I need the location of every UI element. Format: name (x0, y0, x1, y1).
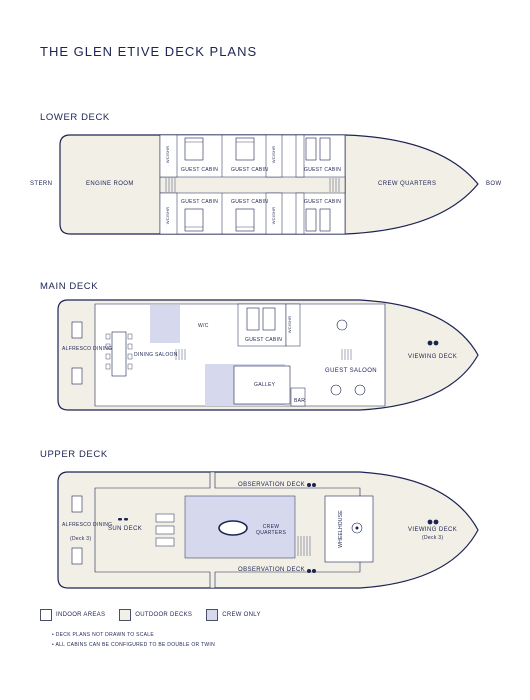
main-deck-title: MAIN DECK (40, 281, 99, 292)
legend-outdoor-label: OUTDOOR DECKS (135, 612, 193, 618)
lower-cabin-label-3: GUEST CABIN (304, 167, 342, 173)
lower-wc-label-3: WC/SHR (165, 206, 171, 225)
lower-wc-label-1: WC/SHR (165, 145, 171, 164)
legend-crew-swatch (206, 609, 219, 621)
note-1-text: DECK PLANS NOT DRAWN TO SCALE (55, 632, 155, 638)
engine-room-label: ENGINE ROOM (86, 181, 134, 187)
bow-label: BOW (486, 181, 502, 187)
legend: INDOOR AREAS OUTDOOR DECKS CREW ONLY (40, 609, 261, 621)
lower-crew-quarters-label: CREW QUARTERS (378, 181, 437, 187)
lower-cabin-label-2: GUEST CABIN (231, 167, 269, 173)
upper-deck-title: UPPER DECK (40, 449, 108, 460)
stern-label: STERN (30, 181, 53, 187)
bar-label: BAR (294, 398, 306, 404)
lower-cabin-label-5: GUEST CABIN (231, 199, 269, 205)
lower-cabin-label-6: GUEST CABIN (304, 199, 342, 205)
observation-deck-bottom-label: OBSERVATION DECK (238, 567, 306, 573)
observation-deck-top-label: OBSERVATION DECK (238, 482, 306, 488)
main-viewing-deck-label: VIEWING DECK (408, 354, 458, 360)
legend-crew: CREW ONLY (206, 609, 261, 621)
main-wc-shr-label: WC/SHR (287, 315, 293, 334)
main-binoculars-icon (427, 340, 439, 346)
dining-saloon-label: DINING SALOON (134, 352, 178, 358)
sun-deck-label: SUN DECK (108, 526, 143, 532)
legend-indoor-swatch (40, 609, 52, 621)
legend-crew-label: CREW ONLY (222, 612, 261, 618)
lower-cabin-block (159, 134, 346, 235)
note-2: • ALL CABINS CAN BE CONFIGURED TO BE DOU… (52, 642, 216, 648)
wheelhouse-label: WHEELHOUSE (337, 510, 344, 548)
lower-wc-label-2: WC/SHR (271, 145, 277, 164)
upper-crew-quarters-label: CREW QUARTERS (256, 524, 287, 536)
main-wc-label: W/C (198, 323, 209, 329)
legend-indoor: INDOOR AREAS (40, 609, 105, 621)
lower-wc-label-4: WC/SHR (271, 206, 277, 225)
main-guest-cabin-label: GUEST CABIN (245, 337, 283, 343)
upper-alfresco-label: ALFRESCO DINING (62, 522, 113, 528)
lower-cabin-label-1: GUEST CABIN (181, 167, 219, 173)
sunglasses-icon (118, 518, 128, 521)
upper-viewing-deck-sub: (Deck 3) (422, 535, 444, 541)
lower-deck-title: LOWER DECK (40, 112, 110, 123)
legend-indoor-label: INDOOR AREAS (56, 612, 106, 618)
page-title: THE GLEN ETIVE DECK PLANS (40, 44, 258, 59)
upper-viewing-deck-label: VIEWING DECK (408, 527, 458, 533)
main-alfresco-label: ALFRESCO DINING (62, 346, 113, 352)
note-2-text: ALL CABINS CAN BE CONFIGURED TO BE DOUBL… (55, 642, 216, 648)
note-1: • DECK PLANS NOT DRAWN TO SCALE (52, 632, 155, 638)
legend-outdoor: OUTDOOR DECKS (119, 609, 192, 621)
lower-crew-area (345, 136, 346, 233)
upper-alfresco-sub: (Deck 3) (70, 536, 92, 542)
galley-label: GALLEY (254, 382, 276, 388)
guest-saloon-label: GUEST SALOON (325, 368, 378, 374)
main-crew-zone-1 (150, 305, 180, 343)
legend-outdoor-swatch (119, 609, 132, 621)
lower-cabin-label-4: GUEST CABIN (181, 199, 219, 205)
